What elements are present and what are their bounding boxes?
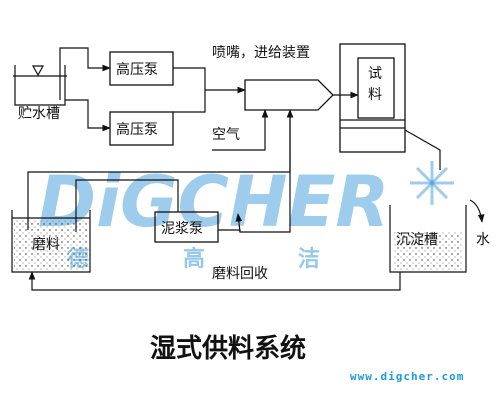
slurry-pump: 泥浆泵 (154, 211, 219, 243)
storage-tank-label: 贮水槽 (18, 106, 60, 122)
workpiece-label-2: 料 (368, 87, 382, 103)
watermark-char-2: 高 (183, 246, 205, 272)
nozzle (244, 79, 334, 111)
settling-tank: 沉淀槽 (389, 205, 467, 273)
watermark-logo-text: DiGCHER (38, 161, 389, 243)
abrasive-recycle-label: 磨料回收 (212, 266, 268, 282)
diagram-title: 湿式供料系统 (150, 333, 306, 364)
high-pressure-pump-bottom: 高压泵 (109, 111, 174, 146)
pump-top-label: 高压泵 (116, 61, 158, 78)
pump-bottom-label: 高压泵 (116, 121, 158, 138)
water-level-icon (31, 65, 45, 77)
slurry-pump-label: 泥浆泵 (161, 221, 203, 237)
high-pressure-pump-top: 高压泵 (109, 51, 174, 86)
water-label: 水 (476, 232, 490, 248)
abrasive-tank: 磨料 (11, 210, 91, 273)
watermark-char-3: 洁 (298, 247, 320, 272)
storage-tank: 贮水槽 (13, 65, 67, 122)
watermark-url: www.digcher.com (350, 370, 464, 383)
watermark-logo: DiGCHER 德 高 洁 (38, 161, 454, 272)
abrasive-tank-label: 磨料 (32, 237, 60, 253)
settling-tank-label: 沉淀槽 (396, 232, 438, 248)
air-label: 空气 (212, 127, 240, 143)
starburst-icon (410, 161, 454, 205)
workpiece-label-1: 试 (368, 66, 382, 82)
workpiece-station: 试 料 (339, 43, 441, 170)
nozzle-feed-label: 喷嘴，进给装置 (212, 45, 310, 61)
